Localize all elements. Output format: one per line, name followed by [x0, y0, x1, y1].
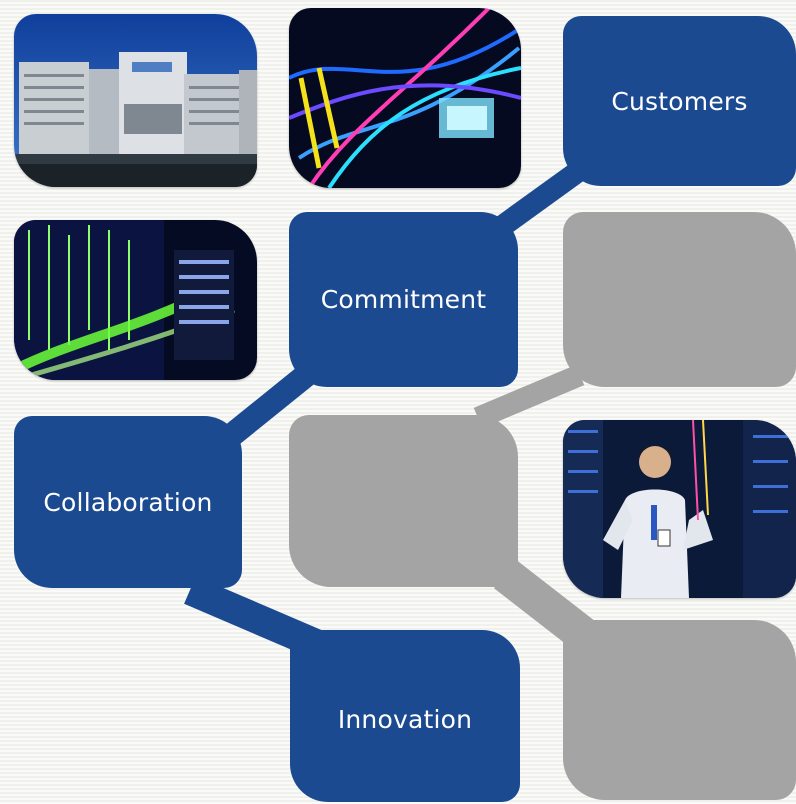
node-innovation: Innovation: [290, 630, 520, 802]
node-commitment-label: Commitment: [320, 285, 487, 314]
node-commitment: Commitment: [289, 212, 518, 387]
node-collaboration: Collaboration: [14, 416, 242, 588]
fiber-cables-photo: [289, 8, 521, 188]
node-collaboration-label: Collaboration: [43, 487, 213, 517]
server-lights-image: [14, 220, 257, 380]
technician-server-photo: [563, 420, 796, 598]
fiber-cables-image: [289, 8, 521, 188]
connector-collaboration-commitment: [224, 358, 323, 445]
technician-server-image: [563, 420, 796, 598]
node-customers: Customers: [563, 16, 796, 186]
office-building-photo: [14, 14, 257, 187]
node-innovation-label: Innovation: [337, 704, 473, 734]
node-gray-bottom-right: [563, 620, 796, 800]
node-gray-center: [289, 415, 518, 587]
connector-gray-center-top: [473, 364, 585, 429]
server-lights-photo: [14, 220, 257, 380]
node-customers-label: Customers: [611, 86, 748, 116]
node-gray-top-right: [563, 212, 796, 387]
office-building-image: [14, 14, 257, 187]
